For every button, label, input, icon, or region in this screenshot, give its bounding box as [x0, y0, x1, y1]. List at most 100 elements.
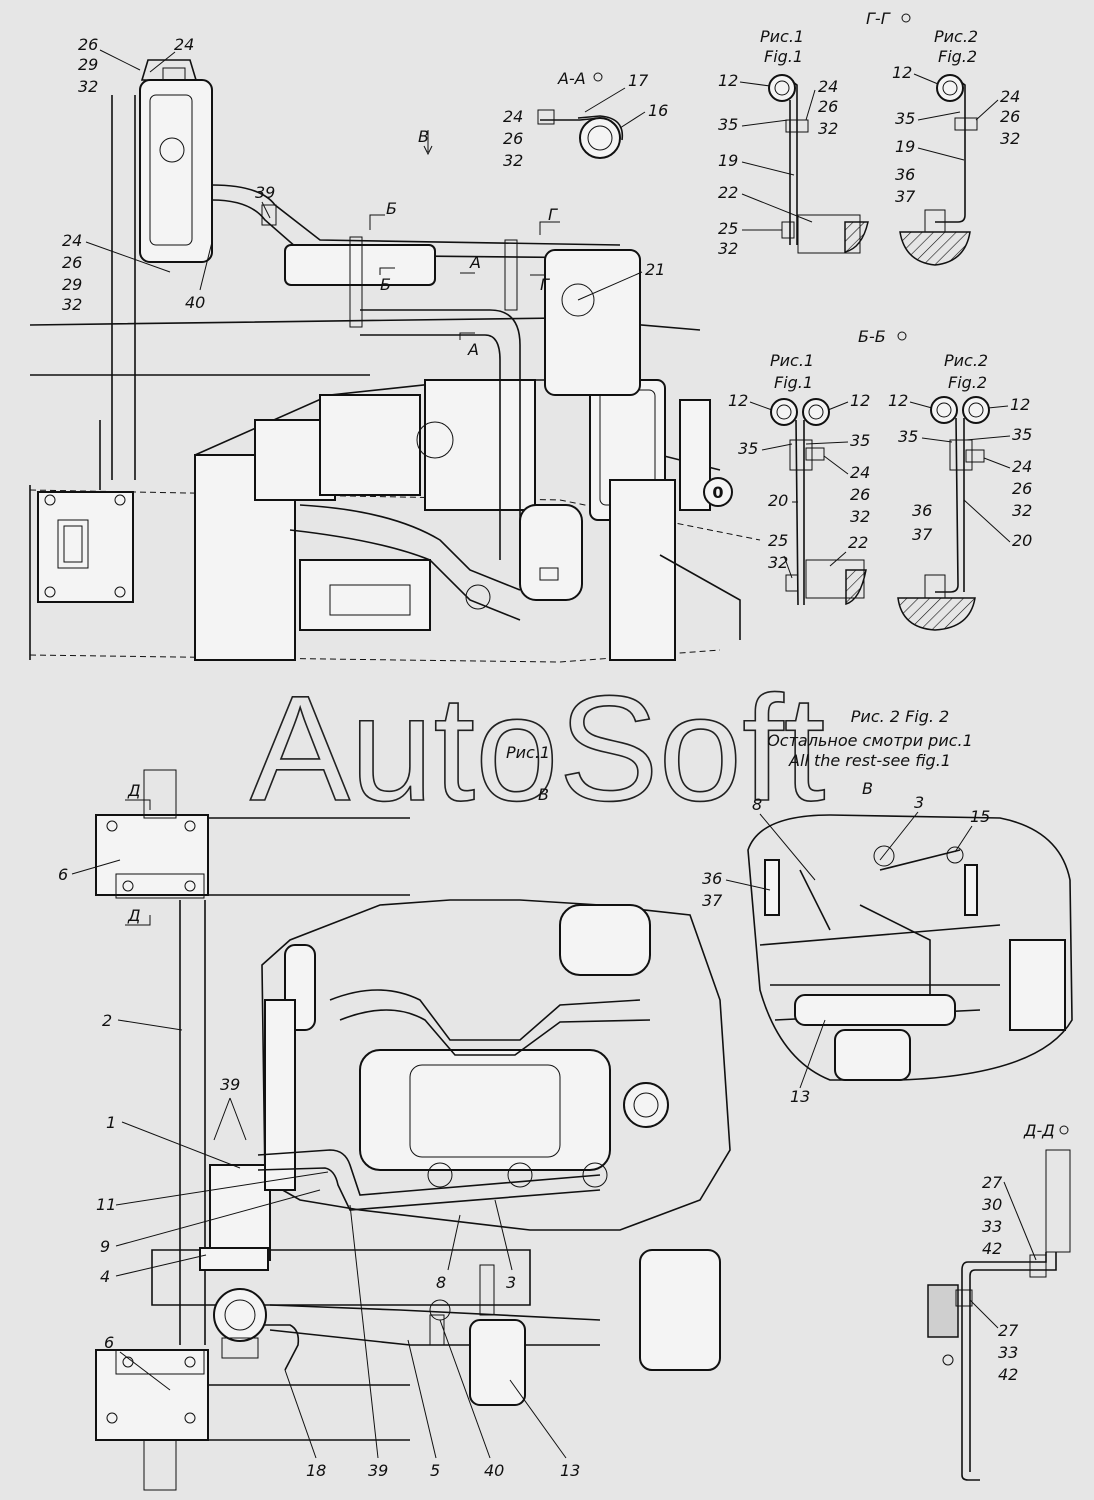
watermark: AutoSoft	[250, 664, 825, 832]
bracket-6-lower	[95, 1349, 209, 1441]
callout: 32	[1000, 129, 1020, 148]
callout: 20	[768, 491, 788, 510]
section-aa-title: А-А	[557, 69, 586, 88]
fig2-note-line2: Остальное смотри рис.1	[767, 731, 973, 750]
section-mark-a: А	[467, 340, 479, 359]
frame-bracket-plate	[37, 491, 134, 603]
section-mark-d: Д	[127, 906, 141, 925]
callout: 32	[503, 151, 523, 170]
callout: 35	[850, 431, 870, 450]
callout: 3	[506, 1273, 516, 1292]
callout: 37	[912, 525, 933, 544]
section-mark-v: В	[418, 127, 429, 146]
section-gg-title: Г-Г	[866, 9, 891, 28]
view-v-label: В	[862, 779, 873, 798]
section-bb: Б-Б Рис.1 Fig.1 Рис.2 Fig.2 12 12 35 35 …	[728, 327, 1032, 631]
section-gg: Г-Г Рис.1 Fig.1 Рис.2 Fig.2 12 24 26 32 …	[718, 9, 1020, 266]
callout: 21	[645, 260, 665, 279]
callout: 32	[768, 553, 788, 572]
fig2-ru: Рис.2	[944, 351, 988, 370]
callout: 29	[78, 55, 98, 74]
fig2-note: Рис. 2 Fig. 2 Остальное смотри рис.1 All…	[506, 707, 973, 804]
section-dd: Д-Д 27 30 33 42 27 33 42	[927, 1121, 1071, 1481]
callout: 15	[970, 807, 990, 826]
callout: 24	[503, 107, 523, 126]
callout: 35	[895, 109, 915, 128]
callout: 30	[982, 1195, 1002, 1214]
fig1-en: Fig.1	[774, 373, 813, 392]
callout: 33	[998, 1343, 1018, 1362]
callout: 32	[718, 239, 738, 258]
callout: 35	[898, 427, 918, 446]
callout: 12	[892, 63, 912, 82]
callout: 42	[982, 1239, 1002, 1258]
callout: 26	[1000, 107, 1020, 126]
callout: 32	[818, 119, 838, 138]
callout: 16	[648, 101, 668, 120]
callout: 12	[718, 71, 738, 90]
callout: 12	[850, 391, 870, 410]
callout: 11	[96, 1195, 116, 1214]
bottom-engine-view: Д Д	[95, 769, 731, 1491]
filter-body	[213, 1288, 267, 1342]
callout: 35	[718, 115, 738, 134]
callout: 24	[1000, 87, 1020, 106]
section-mark-g: Г	[540, 275, 550, 294]
callout: 24	[1012, 457, 1032, 476]
fig1-ru: Рис.1	[770, 351, 814, 370]
callout: 12	[1010, 395, 1030, 414]
section-mark-g: Г	[548, 205, 558, 224]
callout: 1	[106, 1113, 116, 1132]
callout: 6	[104, 1333, 114, 1352]
section-bb-title: Б-Б	[858, 327, 886, 346]
fig1-ru: Рис.1	[760, 27, 804, 46]
callout: 39	[368, 1461, 388, 1480]
section-dd-title: Д-Д	[1023, 1121, 1055, 1140]
fig1-ru: Рис.1	[506, 743, 550, 762]
top-labels: 26 29 32 24 24 26 29 32 40 39 21 В Б Г А…	[62, 35, 665, 359]
zero-marker: 0	[712, 483, 723, 502]
callout: 20	[1012, 531, 1032, 550]
callout: 32	[850, 507, 870, 526]
callout: 29	[62, 275, 82, 294]
section-mark-d: Д	[127, 781, 141, 800]
bracket-6-upper	[95, 814, 209, 896]
callout: 18	[306, 1461, 326, 1480]
callout: 25	[768, 531, 788, 550]
callout: 26	[62, 253, 82, 272]
callout: 40	[484, 1461, 504, 1480]
view-v-label: В	[538, 785, 549, 804]
callout: 8	[752, 795, 762, 814]
callout: 26	[818, 97, 838, 116]
fig1-en: Fig.1	[764, 47, 803, 66]
callout: 36	[702, 869, 722, 888]
callout: 36	[895, 165, 915, 184]
callout: 32	[62, 295, 82, 314]
callout: 4	[100, 1267, 110, 1286]
callout: 26	[78, 35, 98, 54]
bottom-labels: 6 2 39 1 11 9 4 6 8 3 18 39 5 40 13	[58, 859, 580, 1480]
section-aa: А-А 17 16 24 26 32	[503, 69, 668, 170]
top-engine-view: 0	[29, 59, 761, 663]
view-v-detail: 8 3 15 36 37 13	[702, 793, 1073, 1106]
callout: 35	[738, 439, 758, 458]
callout: 8	[436, 1273, 446, 1292]
callout: 25	[718, 219, 738, 238]
callout: 32	[78, 77, 98, 96]
callout: 6	[58, 865, 68, 884]
fig2-en: Fig.2	[938, 47, 977, 66]
callout: 13	[560, 1461, 580, 1480]
callout: 26	[503, 129, 523, 148]
callout: 42	[998, 1365, 1018, 1384]
callout: 40	[185, 293, 205, 312]
callout: 9	[100, 1237, 110, 1256]
callout: 17	[628, 71, 649, 90]
callout: 22	[848, 533, 868, 552]
section-mark-a: А	[469, 253, 481, 272]
fig2-note-line3: All the rest-see fig.1	[788, 751, 951, 770]
callout: 24	[818, 77, 838, 96]
section-mark-b: Б	[380, 275, 391, 294]
callout: 19	[895, 137, 915, 156]
callout: 33	[982, 1217, 1002, 1236]
